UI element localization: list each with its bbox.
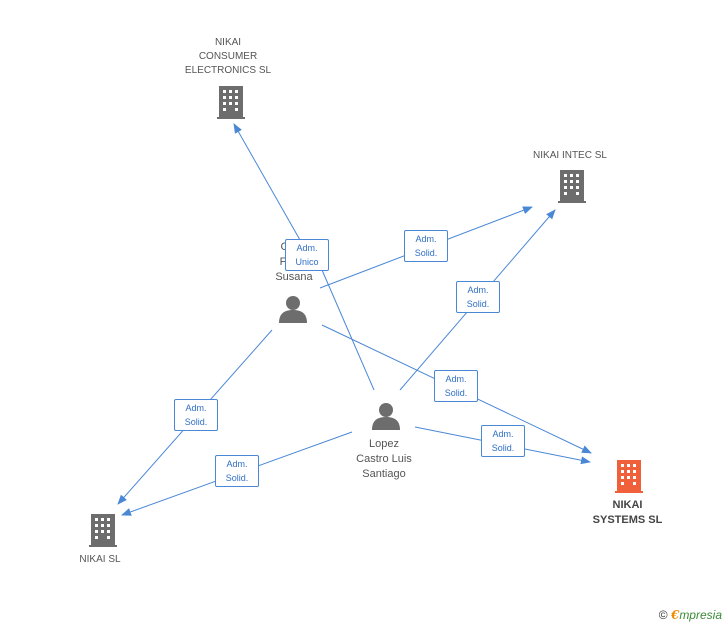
edge-label-line: Solid. [225,473,249,483]
edge-label-line: Unico [295,257,319,267]
person-label-lopez[interactable]: Lopez Castro Luis Santiago [356,438,412,480]
building-icon [217,86,245,119]
edge-label-line: Solid. [414,248,438,258]
edge-label-adm-solid[interactable]: Adm. Solid. [434,370,478,402]
company-label-nikai-sl[interactable]: NIKAI SL [79,554,121,565]
edge-line-lopez-to-unico [321,269,375,391]
edge-label-line: Adm. [492,429,514,439]
person-icon [279,296,307,323]
edge-label-line: Adm. [445,374,467,384]
edge-label-line: Solid. [444,388,468,398]
brand-e-glyph: € [670,608,680,622]
edge-label-line: Solid. [491,443,515,453]
edge-label-line: Adm. [296,243,318,253]
edge-label-adm-solid[interactable]: Adm. Solid. [456,281,500,313]
building-icon-focus [615,460,643,493]
person-icon [372,403,400,430]
company-label-nikai-consumer[interactable]: NIKAI CONSUMER ELECTRONICS SL [184,37,272,76]
edge-label-line: Solid. [466,299,490,309]
edge-label-line: Adm. [185,403,207,413]
brand-wordmark: mpresia [679,608,722,622]
edge-label-adm-solid[interactable]: Adm. Solid. [215,455,259,487]
empresia-logo: © €mpresia [659,608,722,622]
copyright-icon: © [658,608,668,622]
building-icon [89,514,117,547]
edge-label-line: Adm. [226,459,248,469]
edge-line-adm-unico [233,123,301,241]
building-icon [558,170,586,203]
edge-label-adm-unico[interactable]: Adm. Unico [285,239,329,271]
company-label-nikai-intec[interactable]: NIKAI INTEC SL [533,150,607,161]
edge-label-line: Adm. [415,234,437,244]
edge-label-adm-solid[interactable]: Adm. Solid. [174,399,218,431]
edge-label-adm-solid[interactable]: Adm. Solid. [404,230,448,262]
company-label-nikai-systems[interactable]: NIKAI SYSTEMS SL [592,499,663,526]
edge-label-line: Adm. [467,285,489,295]
edge-label-line: Solid. [184,417,208,427]
edge-label-adm-solid[interactable]: Adm. Solid. [481,425,525,457]
